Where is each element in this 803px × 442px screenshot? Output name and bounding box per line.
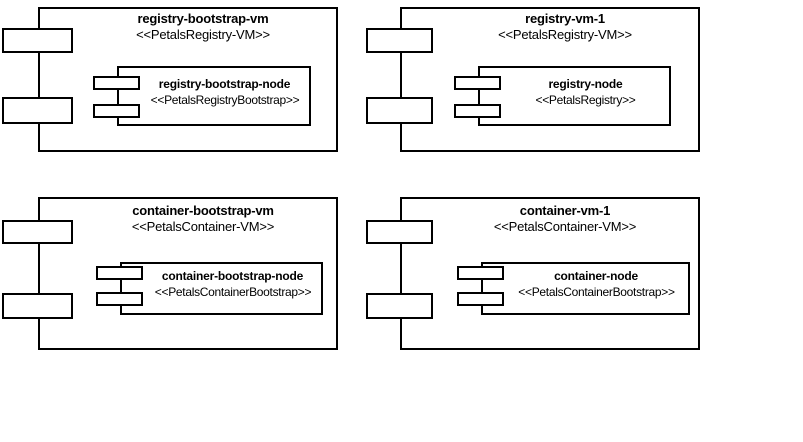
node-container-bootstrap-node[interactable] xyxy=(120,262,323,315)
uml-component-icon-tab-bottom xyxy=(366,293,433,319)
node-stereotype: <<PetalsContainerBootstrap>> xyxy=(518,285,675,299)
uml-component-icon-tab-bottom xyxy=(366,97,433,124)
uml-component-icon-tab-top xyxy=(2,220,73,244)
component-stereotype: <<PetalsContainer-VM>> xyxy=(493,219,637,234)
component-title: container-vm-1 xyxy=(519,203,611,218)
node-container-node[interactable] xyxy=(481,262,690,315)
uml-component-icon-tab-bottom xyxy=(2,293,73,319)
component-stereotype: <<PetalsContainer-VM>> xyxy=(131,219,275,234)
uml-component-icon-tab-bottom xyxy=(93,104,140,118)
uml-component-icon-tab-top xyxy=(457,266,504,280)
component-title: registry-bootstrap-vm xyxy=(137,11,269,26)
component-title: registry-vm-1 xyxy=(525,11,605,26)
uml-component-icon-tab-top xyxy=(2,28,73,53)
node-title: registry-bootstrap-node xyxy=(158,77,291,91)
component-stereotype: <<PetalsRegistry-VM>> xyxy=(498,27,632,42)
uml-component-icon-tab-top xyxy=(366,220,433,244)
component-stereotype: <<PetalsRegistry-VM>> xyxy=(136,27,270,42)
node-title: registry-node xyxy=(548,77,623,91)
uml-component-icon-tab-top xyxy=(93,76,140,90)
component-title: container-bootstrap-vm xyxy=(132,203,274,218)
uml-component-icon-tab-bottom xyxy=(2,97,73,124)
uml-component-icon-tab-top xyxy=(366,28,433,53)
node-title: container-node xyxy=(554,269,638,283)
uml-component-icon-tab-bottom xyxy=(457,292,504,306)
node-registry-bootstrap-node[interactable] xyxy=(117,66,311,126)
uml-component-icon-tab-bottom xyxy=(454,104,501,118)
node-title: container-bootstrap-node xyxy=(161,269,304,283)
node-stereotype: <<PetalsContainerBootstrap>> xyxy=(154,285,312,299)
node-stereotype: <<PetalsRegistry>> xyxy=(535,93,636,107)
uml-component-icon-tab-top xyxy=(96,266,143,280)
uml-component-icon-tab-bottom xyxy=(96,292,143,306)
node-registry-node[interactable] xyxy=(478,66,671,126)
node-stereotype: <<PetalsRegistryBootstrap>> xyxy=(150,93,300,107)
uml-component-icon-tab-top xyxy=(454,76,501,90)
